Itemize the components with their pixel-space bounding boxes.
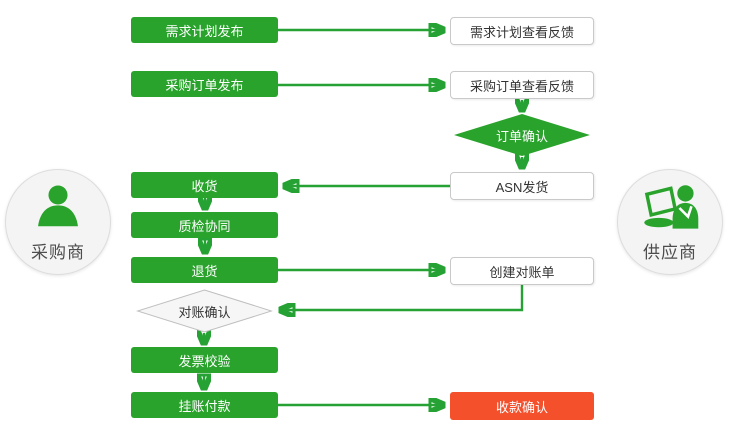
supplier-person-laptop-icon [640,182,700,234]
node-label: 收货 [191,178,218,194]
node-label: 质检协同 [178,218,231,234]
node-label: 发票校验 [178,353,231,369]
node-return-goods: 退货 [131,257,278,283]
node-label: 对账确认 [178,304,231,320]
node-order-confirm-diamond: 订单确认 [454,114,590,156]
diamond-shape [136,289,273,333]
node-receipt-confirm: 收款确认 [450,392,594,420]
diamond-shape [454,114,590,156]
node-label: 创建对账单 [489,264,555,280]
node-po-feedback: 采购订单查看反馈 [450,71,594,99]
node-create-statement: 创建对账单 [450,257,594,285]
actor-buyer: 采购商 [5,169,111,275]
actor-label: 采购商 [31,243,85,262]
node-statement-confirm-diamond: 对账确认 [136,289,273,333]
node-label: 订单确认 [495,128,548,144]
node-asn-ship: ASN发货 [450,172,594,200]
node-quality-collab: 质检协同 [131,212,278,238]
buyer-person-icon [32,182,84,234]
node-label: 需求计划查看反馈 [469,24,574,40]
actor-label: 供应商 [643,243,697,262]
node-demand-plan-publish: 需求计划发布 [131,17,278,43]
node-demand-plan-feedback: 需求计划查看反馈 [450,17,594,45]
node-label: 收款确认 [495,399,548,415]
edge-statement-to-confirm [281,285,524,310]
node-label: ASN发货 [495,179,549,195]
actor-supplier: 供应商 [617,169,723,275]
node-book-payment: 挂账付款 [131,392,278,418]
node-label: 挂账付款 [178,398,231,414]
node-label: 需求计划发布 [165,23,244,39]
node-po-publish: 采购订单发布 [131,71,278,97]
node-invoice-check: 发票校验 [131,347,278,373]
node-label: 采购订单查看反馈 [469,78,574,94]
node-label: 退货 [191,263,218,279]
node-receive-goods: 收货 [131,172,278,198]
node-label: 采购订单发布 [165,77,244,93]
